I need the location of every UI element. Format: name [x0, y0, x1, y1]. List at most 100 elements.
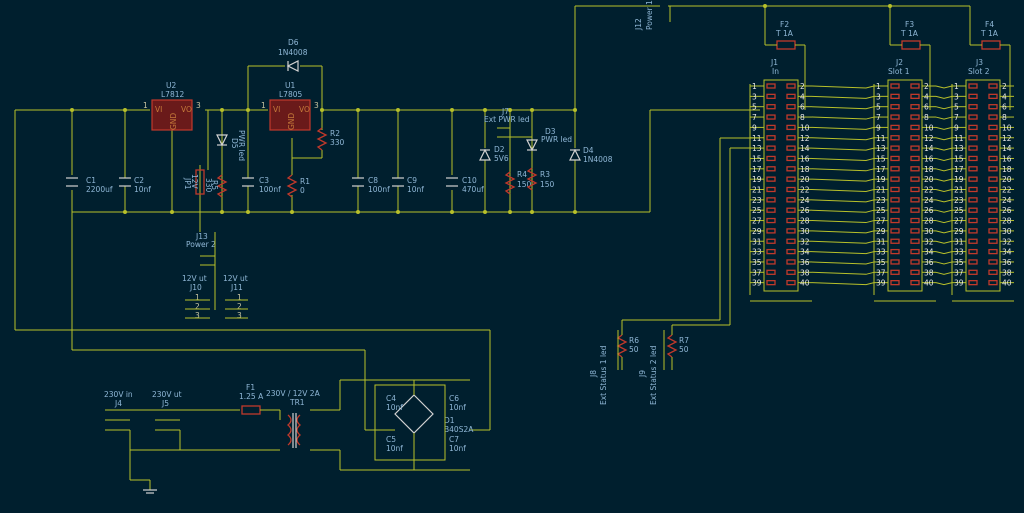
bus-wire	[811, 137, 875, 141]
j2-pin-number: 5	[876, 103, 881, 112]
j3-pin-number: 11	[954, 134, 964, 143]
j7-ref: J7	[501, 107, 509, 116]
j2-pin-pad	[910, 197, 920, 203]
c4-ref: C4	[386, 394, 396, 403]
j3-pin-number: 40	[1002, 279, 1012, 288]
bus-wire	[811, 220, 875, 224]
svg-text:1: 1	[195, 293, 200, 302]
bus-wire	[935, 220, 953, 224]
j2-pin-number: 22	[924, 186, 934, 195]
c2-value: 10nf	[134, 185, 151, 194]
bus-wire	[935, 189, 953, 193]
j3-pin-number: 27	[954, 217, 964, 226]
j3-pin-pad	[988, 248, 998, 255]
j1-pin-pad	[766, 135, 776, 141]
j3-pin-number: 31	[954, 237, 964, 246]
j2-pin-pad	[910, 166, 920, 172]
bus-wire	[811, 178, 875, 182]
bus-wire	[935, 261, 953, 265]
j1-pin-pad	[786, 135, 796, 141]
d3-value: PWR led	[541, 135, 572, 144]
bus-wire	[935, 168, 953, 172]
bus-wire	[935, 271, 953, 275]
j2-pin-pad	[890, 135, 900, 141]
tr1-ref: TR1	[289, 398, 305, 407]
j2-pin-pad	[910, 207, 920, 213]
c2-ref: C2	[134, 176, 144, 185]
j3-pin-pad	[968, 279, 978, 286]
u2-pin-vi: VI	[155, 105, 162, 114]
bus-wire	[811, 261, 875, 265]
c1-ref: C1	[86, 176, 96, 185]
svg-text:2: 2	[237, 302, 242, 311]
diode-d6: D6 1N4008	[278, 38, 308, 72]
j2-pin-pad	[910, 279, 920, 286]
bus-wire	[935, 178, 953, 182]
j12-value: Power 1	[645, 0, 654, 30]
zener-d2: D2 5V6	[479, 145, 509, 163]
bus-wire	[935, 240, 953, 244]
bus-wire	[811, 157, 875, 161]
d1-ref: D1	[444, 416, 455, 425]
r3-ref: R3	[540, 170, 550, 179]
j2-pin-number: 15	[876, 154, 886, 163]
svg-text:3: 3	[237, 311, 242, 320]
j4-value: 230V in	[104, 390, 133, 399]
f1-ref: F1	[246, 383, 255, 392]
regulator-u2: U2 L7812 VI VO GND 1 3	[143, 81, 201, 131]
j2-value: Slot 1	[888, 67, 910, 76]
j3-pin-pad	[968, 248, 978, 255]
j3-pin-number: 10	[1002, 123, 1012, 132]
j3-pin-number: 34	[1002, 248, 1012, 257]
u1-pin-vo: VO	[299, 105, 310, 114]
j1-pin-pad	[786, 166, 796, 172]
j1-pin-pad	[766, 207, 776, 213]
j1-pin-number: 28	[800, 217, 810, 226]
svg-text:2: 2	[195, 302, 200, 311]
j1-pin-number: 6	[800, 103, 805, 112]
bus-wire	[811, 271, 875, 275]
j2-pin-number: 4	[924, 92, 929, 101]
d4-value: 1N4008	[583, 155, 613, 164]
j1-pin-pad	[766, 93, 776, 99]
j3-pin-number: 28	[1002, 217, 1012, 226]
bus-wire	[935, 230, 953, 234]
junction-dots	[70, 4, 892, 214]
r7-value: 50	[679, 345, 689, 354]
j1-pin-number: 3	[752, 92, 757, 101]
j2-pin-number: 14	[924, 144, 934, 153]
j1-pin-number: 5	[752, 103, 757, 112]
resistors: R2 330 R1 0 R5 330 R4 150 R3 150 R6 50 R…	[204, 127, 689, 358]
bus-wire	[811, 230, 875, 234]
j2-pin-number: 28	[924, 217, 934, 226]
d3-ref: D3	[545, 127, 556, 136]
j2-pin-number: 1	[876, 82, 881, 91]
j2-pin-number: 37	[876, 268, 886, 277]
j3-pin-number: 4	[1002, 92, 1007, 101]
j2-pin-pad	[890, 176, 900, 182]
c8-value: 100nf	[368, 185, 390, 194]
u1-ref: U1	[285, 81, 295, 90]
bus-wire	[811, 240, 875, 244]
bus-wire	[935, 157, 953, 161]
j2-pin-pad	[890, 279, 900, 286]
j2-pin-number: 20	[924, 175, 934, 184]
j5-ref: J5	[161, 399, 169, 408]
r1-ref: R1	[300, 177, 310, 186]
j1-pin-pad	[786, 155, 796, 162]
r2-ref: R2	[330, 129, 340, 138]
j2-pin-pad	[890, 104, 900, 110]
j1-value: In	[772, 67, 779, 76]
u2-pin3: 3	[196, 101, 201, 110]
j1-pin-number: 38	[800, 268, 810, 277]
d2-ref: D2	[494, 145, 505, 154]
u1-pin1: 1	[261, 101, 266, 110]
j3-pin-number: 33	[954, 248, 964, 257]
j1-pin-number: 15	[752, 154, 762, 163]
j2-pin-pad	[910, 104, 920, 110]
j3-pin-number: 6	[1002, 103, 1007, 112]
j1-pin-pad	[786, 217, 796, 224]
j3-pin-pad	[968, 124, 978, 131]
j1-pin-number: 9	[752, 123, 757, 132]
